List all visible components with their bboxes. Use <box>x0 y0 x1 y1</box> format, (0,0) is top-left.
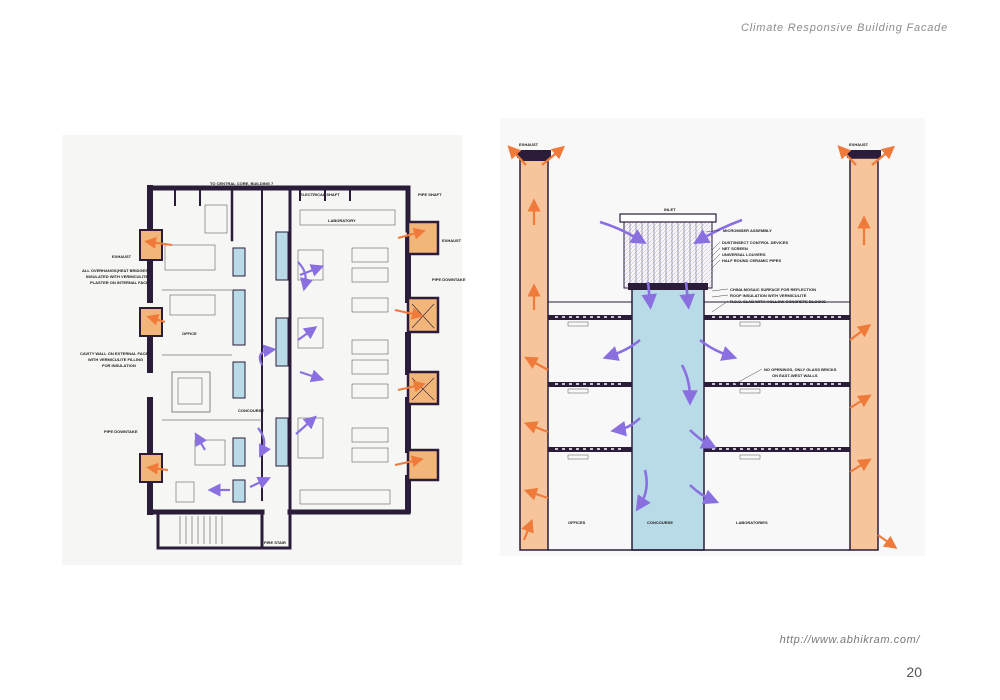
label-rcc-slab: R.C.C. SLAB WITH HOLLOW CONCRETE BLOCKS <box>730 299 826 304</box>
label-electrical-shaft: ELECTRICAL SHAFT <box>300 192 340 197</box>
label-office: OFFICE <box>182 331 197 336</box>
footer-url: http://www.abhikram.com/ <box>779 634 920 646</box>
label-no-openings-1: NO OPENINGS, ONLY GLASS BRICKS <box>764 367 837 372</box>
page-number: 20 <box>906 664 922 680</box>
section-exhaust-arrows <box>507 145 898 549</box>
label-inlet: INLET <box>664 207 676 212</box>
section-concourse-shaft <box>619 213 717 551</box>
label-offices: OFFICES <box>568 520 586 525</box>
label-overhangs-3: PLASTER ON INTERNAL FACE <box>90 280 149 285</box>
section-floor-slabs <box>548 301 850 551</box>
plan-fire-stair <box>179 516 223 544</box>
label-dust-control: DUST/INSECT CONTROL DEVICES <box>722 240 788 245</box>
label-cavity-1: CAVITY WALL ON EXTERNAL FACE <box>80 351 148 356</box>
label-concourse-plan: CONCOURSE <box>238 408 264 413</box>
label-net-screen: NET SCREEN <box>722 246 748 251</box>
label-overhangs-2: INSULATED WITH VERMICULITE <box>86 274 148 279</box>
label-exhaust-left: EXHAUST <box>112 254 132 259</box>
label-pipe-shaft: PIPE SHAFT <box>418 192 442 197</box>
label-exhaust-section-right: EXHAUST <box>849 142 869 147</box>
label-half-round-pipes: HALF ROUND CERAMIC PIPES <box>722 258 781 263</box>
floor-plan: TO CENTRAL CORE, BUILDING 7 ELECTRICAL S… <box>62 135 466 565</box>
label-overhangs-1: ALL OVERHANGS(HEAT BRIDGES) <box>82 268 150 273</box>
building-section: EXHAUST EXHAUST INLET MICROMISER ASSEMBL… <box>500 118 925 556</box>
section-airflow-arrows <box>599 218 743 512</box>
plan-airflow-arrows <box>194 261 325 497</box>
label-concourse-section: CONCOURSE <box>647 520 673 525</box>
label-roof-insulation: ROOF INSULATION WITH VERMICULITE <box>730 293 807 298</box>
label-exhaust-right: EXHAUST <box>442 238 462 243</box>
label-pipe-downtake-right: PIPE DOWNTAKE <box>432 277 466 282</box>
section-exhaust-tower-right <box>847 150 881 551</box>
label-exhaust-section-left: EXHAUST <box>519 142 539 147</box>
label-universal-louvers: UNIVERSAL LOUVERS <box>722 252 766 257</box>
plan-air-ducts <box>232 231 289 503</box>
label-cavity-3: FOR INSULATION <box>102 363 136 368</box>
label-to-central-core: TO CENTRAL CORE, BUILDING 7 <box>210 181 274 186</box>
label-china-mosaic: CHINA MOSAIC SURFACE FOR REFLECTION <box>730 287 816 292</box>
label-fire-stair: FIRE STAIR <box>264 540 286 545</box>
label-cavity-2: WITH VERMICULITE FILLING <box>88 357 143 362</box>
section-leader-lines <box>705 229 763 385</box>
label-laboratory: LABORATORY <box>328 218 356 223</box>
label-micromiser: MICROMISER ASSEMBLY <box>723 228 772 233</box>
label-no-openings-2: ON EAST-WEST WALLS <box>772 373 818 378</box>
plan-exhaust-arrows <box>144 227 426 475</box>
label-pipe-downtake-left: PIPE DOWNTAKE <box>104 429 138 434</box>
page-header-title: Climate Responsive Building Facade <box>741 22 948 34</box>
label-laboratories: LABORATORIES <box>736 520 768 525</box>
